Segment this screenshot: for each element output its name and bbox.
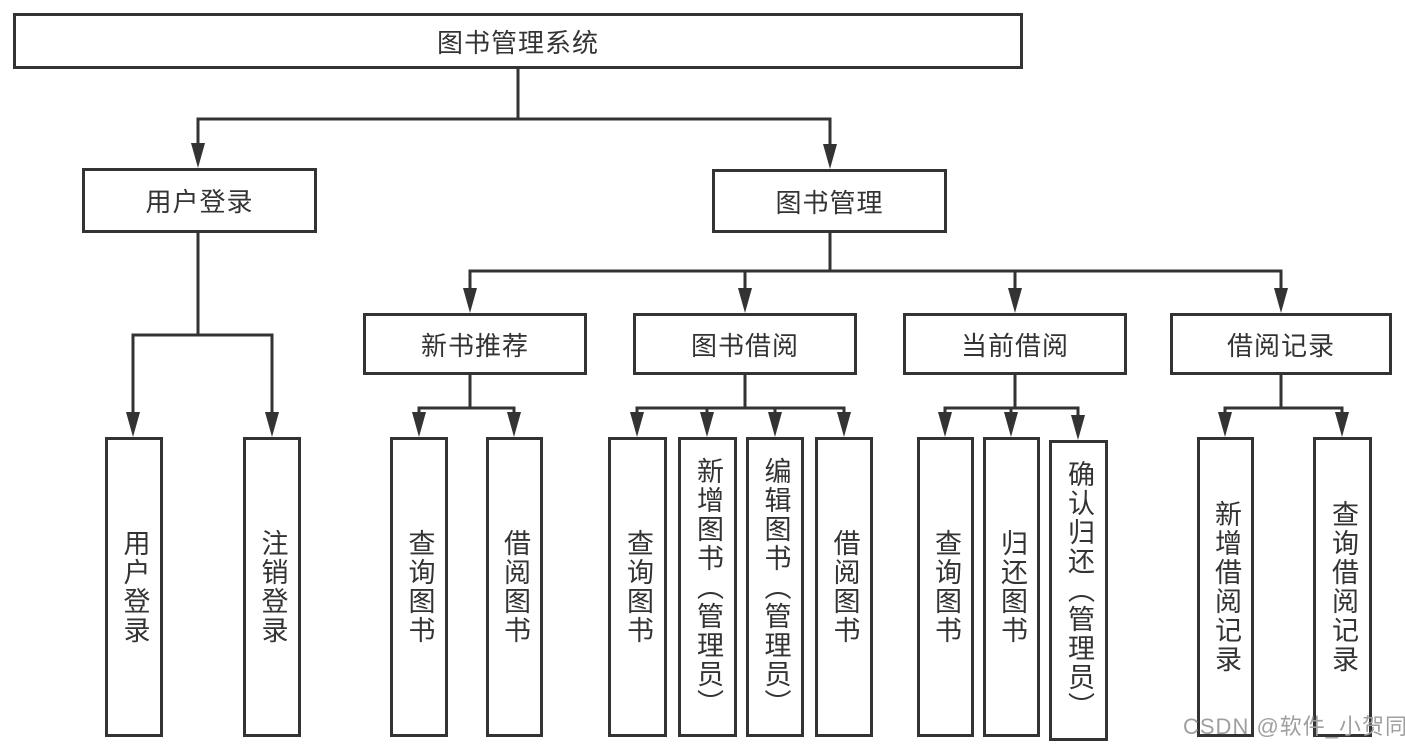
leaf-add-borrow-record: 新增借阅记录 [1197,437,1254,737]
leaf-query-books-borrowing: 查询图书 [608,437,667,737]
leaf-borrow-books: 借阅图书 [815,437,873,737]
node-borrowing-records: 借阅记录 [1170,313,1392,375]
leaf-query-books-current: 查询图书 [917,437,974,737]
node-book-management: 图书管理 [712,169,947,233]
leaf-return-books: 归还图书 [983,437,1040,737]
leaf-borrow-books-recommend: 借阅图书 [486,437,543,737]
leaf-logout: 注销登录 [243,437,301,737]
node-book-borrowing: 图书借阅 [633,313,857,375]
connector-paths [131,68,1344,419]
node-user-login: 用户登录 [82,168,317,233]
leaf-confirm-return-admin: 确认归还（管理员） [1049,440,1108,741]
node-new-book-recommendation: 新书推荐 [363,313,587,375]
leaf-edit-books-admin: 编辑图书（管理员） [746,437,804,737]
leaf-query-books-recommend: 查询图书 [390,437,448,737]
node-current-borrowing: 当前借阅 [903,313,1127,375]
arrowhead-icons [126,143,1349,440]
leaf-query-borrow-record: 查询借阅记录 [1313,437,1372,737]
csdn-watermark: CSDN @软件_小贺同学 [1183,714,1405,739]
leaf-user-login: 用户登录 [105,437,163,737]
node-library-system: 图书管理系统 [13,13,1023,69]
leaf-add-books-admin: 新增图书（管理员） [678,437,737,737]
